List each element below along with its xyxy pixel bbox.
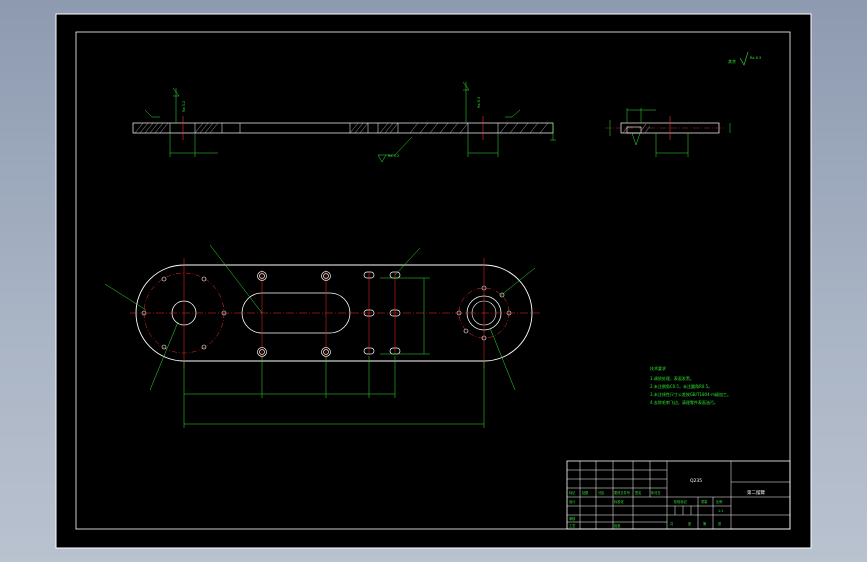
tb-label: 阶段标记 (674, 499, 688, 504)
surface-finish-note: 其余 (728, 58, 736, 64)
sheet-background (55, 13, 812, 549)
tb-label: 工艺 (569, 523, 575, 528)
tech-req-title: 技术要求 (650, 365, 666, 371)
tb-label: 张 (688, 521, 692, 526)
roughness-side-left: Ra 3.2 (182, 101, 186, 112)
tb-label: 设计 (569, 499, 576, 504)
material: Q235 (690, 478, 702, 484)
tb-label: 签名 (635, 490, 641, 495)
tb-label: 更改文件号 (614, 490, 630, 495)
title-block: Q235 第二摆臂 1:1 标记 处数 分区 更改文件号 签名 年月日 设计 标… (566, 460, 791, 530)
roughness-side-right: Ra 6.3 (477, 97, 481, 108)
tb-label: 审核 (569, 516, 576, 521)
scale: 1:1 (718, 509, 724, 513)
part-name: 第二摆臂 (747, 489, 765, 496)
tb-label: 共 (670, 521, 674, 526)
roughness-side-mid: Ra 3.2 (388, 154, 399, 158)
tb-label: 分区 (598, 490, 605, 495)
tb-label: 批准 (614, 523, 621, 528)
general-roughness: 其余 Ra 6.3 (728, 51, 761, 66)
technical-requirements: 技术要求 1.调质处理，表面发黑。 2.未注倒角C0.5，未注圆角R0.5。 3… (650, 365, 731, 405)
side-view: Ra 3.2 Ra 6.3 Ra 3.2 (132, 81, 556, 163)
tech-req-item: 3.未注线性尺寸公差按GB/T1804-m级加工。 (650, 391, 731, 397)
tb-label: 比例 (716, 499, 722, 504)
tb-label: 第 (703, 521, 707, 526)
tb-label: 张 (718, 521, 722, 526)
tech-req-item: 1.调质处理，表面发黑。 (650, 375, 694, 381)
tech-req-item: 2.未注倒角C0.5，未注圆角R0.5。 (650, 383, 712, 389)
tb-label: 标记 (569, 490, 576, 495)
inner-frame (75, 31, 791, 530)
tb-label: 重量 (701, 499, 708, 504)
roughness-top-right: Ra 6.3 (750, 56, 761, 60)
tech-req-item: 4.去除毛刺飞边，清理零件表面油污。 (650, 399, 718, 405)
tb-label: 年月日 (651, 490, 661, 495)
tb-label: 标准化 (614, 499, 624, 504)
plan-view (104, 244, 540, 428)
section-view (605, 108, 731, 157)
tb-label: 处数 (582, 490, 589, 495)
